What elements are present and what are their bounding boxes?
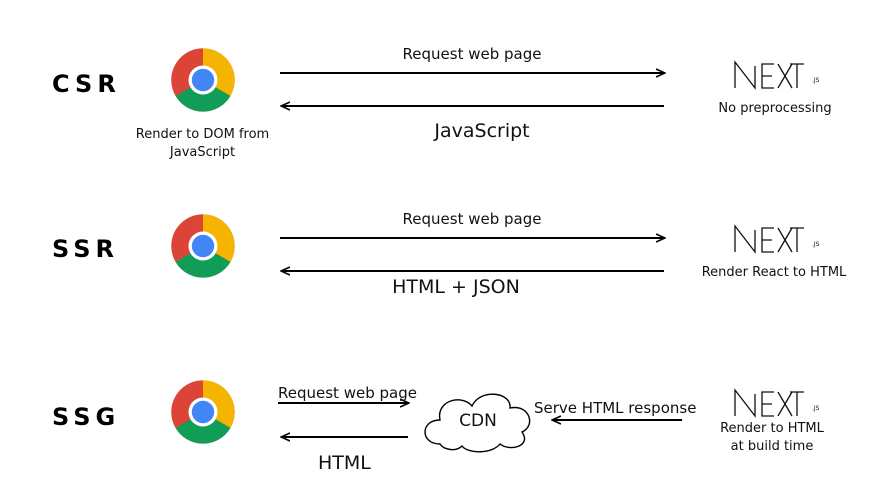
ssg-serve-label: Serve HTML response xyxy=(534,399,697,417)
ssg-request-label: Request web page xyxy=(278,384,417,402)
ssg-server-caption-line2: at build time xyxy=(730,439,814,454)
ssr-nextjs-suffix: .JS xyxy=(812,241,820,248)
ssg-response-label: HTML xyxy=(318,452,371,474)
ssr-request-label: Request web page xyxy=(402,210,542,228)
ssr-response-label: HTML + JSON xyxy=(392,276,520,298)
csr-request-label: Request web page xyxy=(402,45,542,63)
ssg-row-label: SSG xyxy=(52,403,121,431)
ssg-server-caption: Render to HTML at build time xyxy=(702,420,842,456)
ssg-nextjs-logo xyxy=(734,386,806,424)
chrome-icon xyxy=(171,380,235,444)
ssg-server-caption-line1: Render to HTML xyxy=(720,421,824,436)
csr-nextjs-logo xyxy=(734,58,806,96)
ssr-server-caption: Render React to HTML xyxy=(701,265,847,280)
csr-response-label: JavaScript xyxy=(434,120,530,142)
chrome-icon xyxy=(171,48,235,112)
cdn-label: CDN xyxy=(459,411,497,431)
csr-browser-caption: Render to DOM from JavaScript xyxy=(130,126,275,162)
csr-row-label: CSR xyxy=(52,70,121,98)
cloud-icon xyxy=(424,393,531,453)
csr-browser-caption-line2: JavaScript xyxy=(169,145,236,160)
chrome-icon xyxy=(171,214,235,278)
csr-browser-caption-line1: Render to DOM from xyxy=(135,127,270,142)
ssr-nextjs-logo xyxy=(734,222,806,260)
ssg-nextjs-suffix: .JS xyxy=(812,405,820,412)
csr-nextjs-suffix: .JS xyxy=(812,77,820,84)
csr-server-caption: No preprocessing xyxy=(718,101,832,116)
ssr-row-label: SSR xyxy=(52,235,119,263)
